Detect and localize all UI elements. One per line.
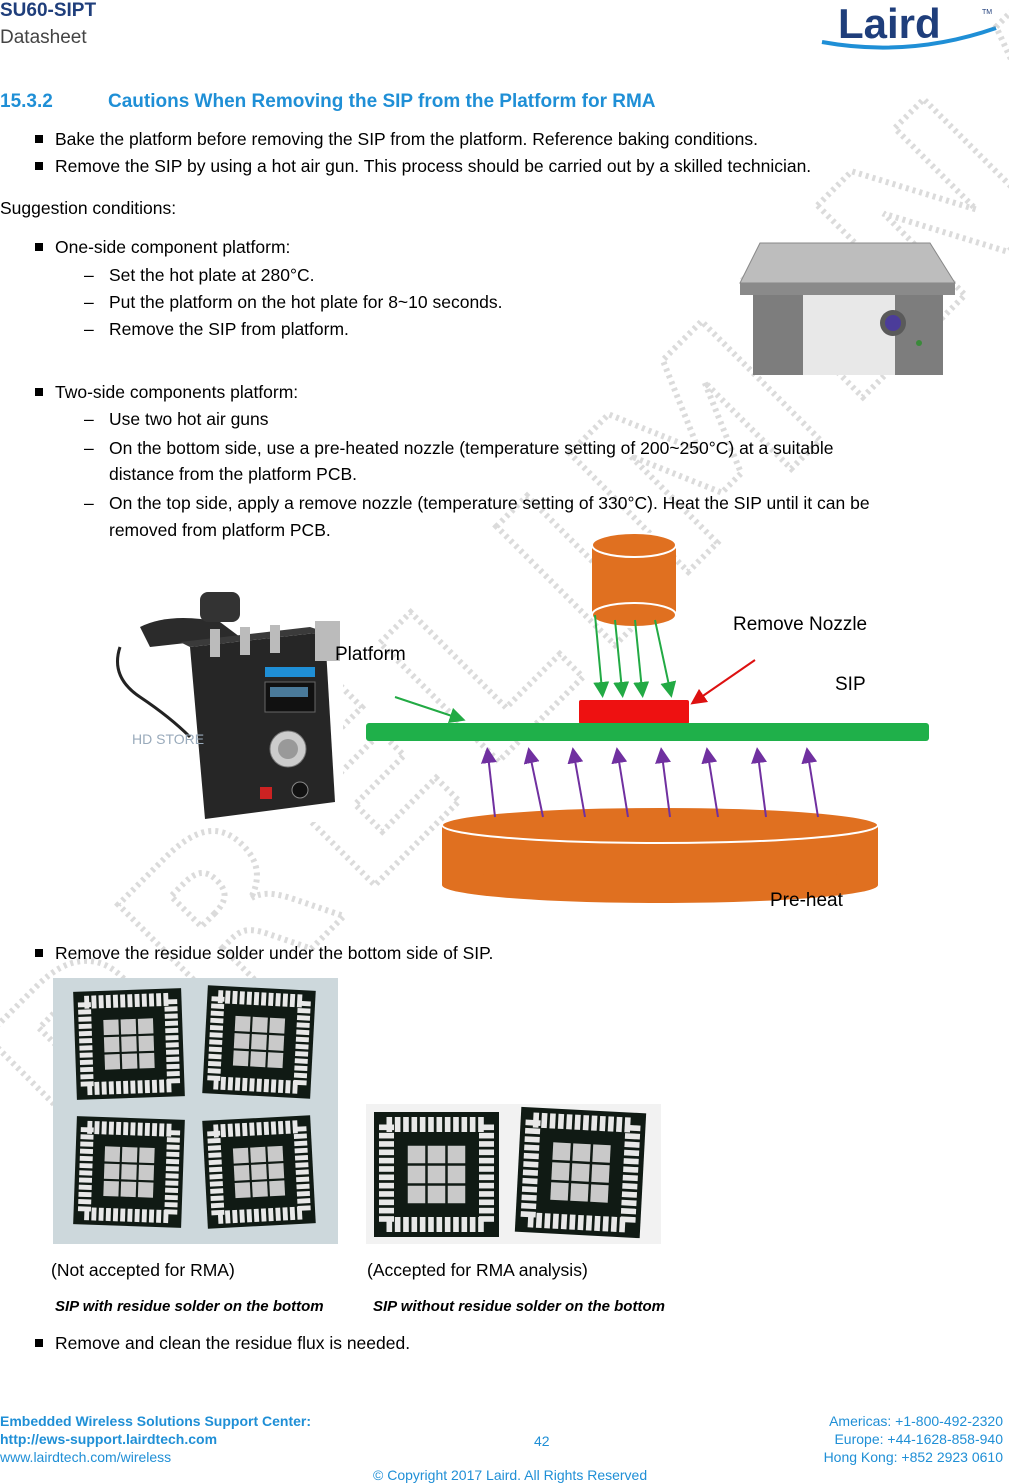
footer-website-link[interactable]: www.lairdtech.com/wireless [0,1449,172,1465]
sip-shape [579,700,689,724]
two-side-item-cont: removed from platform PCB. [109,520,331,540]
sip-module [514,1106,647,1239]
one-side-item: –Remove the SIP from platform. [84,319,349,339]
two-side-item-cont: distance from the platform PCB. [109,464,358,484]
sip-module [73,988,185,1100]
platform-shape [366,723,929,741]
bullet-residue: Remove the residue solder under the bott… [34,940,493,966]
svg-text:HD STORE: HD STORE [132,731,204,747]
two-side-item: –On the bottom side, use a pre-heated no… [84,438,834,458]
footer-support-center: Embedded Wireless Solutions Support Cent… [0,1413,312,1429]
caption-not-accepted: (Not accepted for RMA) [51,1260,235,1280]
sip-label: SIP [835,674,866,695]
footer-support-link[interactable]: http://ews-support.lairdtech.com [0,1431,218,1447]
one-side-item: –Set the hot plate at 280°C. [84,265,315,285]
footer-phone-europe: Europe: +44-1628-858-940 [834,1431,1003,1447]
caption-accepted: (Accepted for RMA analysis) [367,1260,588,1280]
page-number: 42 [534,1433,550,1449]
two-side-item: –On the top side, apply a remove nozzle … [84,493,870,513]
footer-copyright: © Copyright 2017 Laird. All Rights Reser… [373,1467,648,1483]
caption-italic-right: SIP without residue solder on the bottom [373,1298,665,1315]
sip-module [73,1116,185,1228]
removal-diagram [366,532,929,903]
sip-clean-photo [366,1104,661,1244]
two-side-title: Two-side components platform: [34,379,298,405]
sip-module [202,1115,316,1229]
one-side-title: One-side component platform: [34,234,290,260]
bullet-hot-air: Remove the SIP by using a hot air gun. T… [34,153,811,179]
hot-air-station-image: HD STORE [110,587,343,822]
remove-nozzle-shape [591,532,677,628]
preheat-nozzle-shape [441,806,879,903]
section-number: 15.3.2 [0,91,53,112]
logo-text: Laird [838,0,941,47]
footer-phone-hongkong: Hong Kong: +852 2923 0610 [823,1449,1003,1465]
section-title: Cautions When Removing the SIP from the … [108,91,656,112]
footer-phone-americas: Americas: +1-800-492-2320 [829,1413,1003,1429]
suggestion-heading: Suggestion conditions: [0,198,177,218]
sip-module [202,985,316,1099]
preheat-label: Pre-heat [770,890,843,911]
hot-plate-image [735,233,960,383]
svg-text:TM: TM [982,9,992,16]
two-side-item: –Use two hot air guns [84,409,269,429]
document-title: SU60-SIPT [0,0,97,21]
one-side-item: –Put the platform on the hot plate for 8… [84,292,503,312]
bullet-clean-flux: Remove and clean the residue flux is nee… [34,1330,410,1356]
sip-module [374,1112,499,1237]
sip-residue-photo [53,978,338,1244]
platform-label: Platform [335,644,406,665]
laird-logo: Laird TM [820,0,1000,60]
bullet-bake: Bake the platform before removing the SI… [35,126,758,152]
caption-italic-left: SIP with residue solder on the bottom [55,1298,324,1315]
remove-nozzle-label: Remove Nozzle [733,614,868,635]
section-heading: 15.3.2 Cautions When Removing the SIP fro… [0,91,656,113]
document-subtitle: Datasheet [0,27,87,48]
